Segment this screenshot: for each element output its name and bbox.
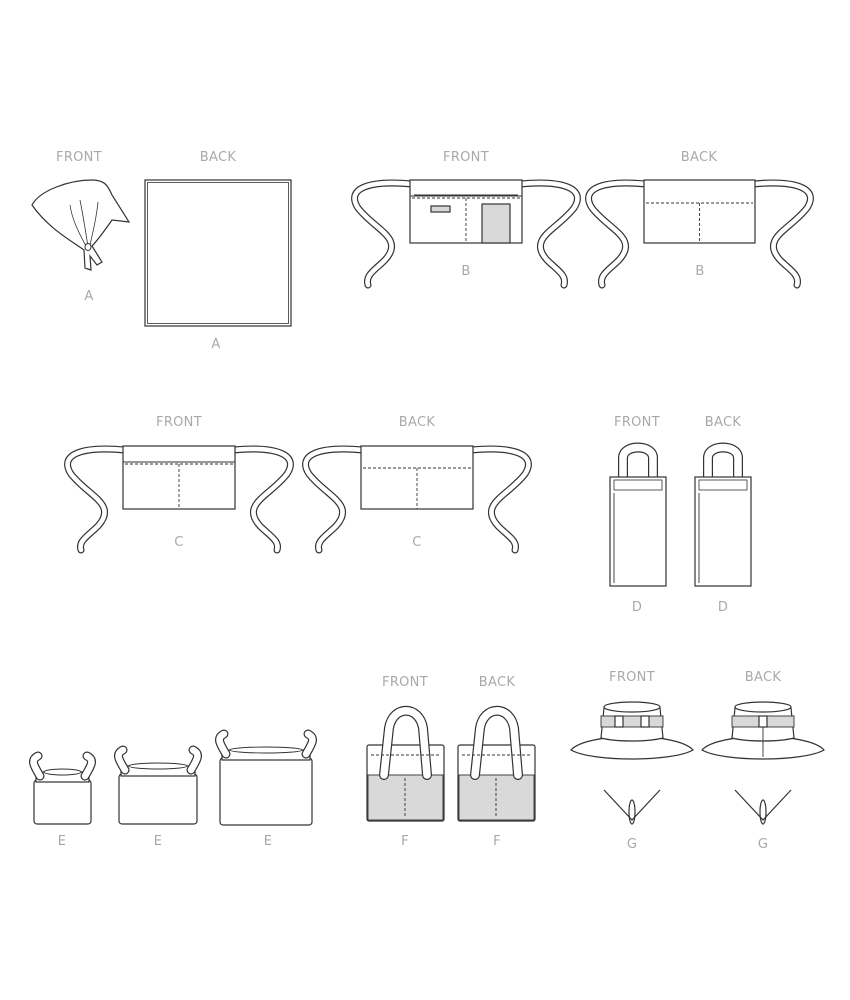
label-a-back: BACK — [199, 150, 237, 165]
tote-f-front-handle-inner — [380, 707, 431, 779]
label-f-front: FRONT — [382, 675, 428, 690]
apron-b-front-label-patch — [430, 205, 451, 213]
bucket-e-medium — [114, 745, 202, 825]
label-b-front: FRONT — [443, 150, 489, 165]
label-g-front: FRONT — [609, 670, 655, 685]
label-c-back: BACK — [398, 415, 436, 430]
letter-g-front: G — [626, 837, 638, 852]
hat-g-front-band-loop-left — [614, 715, 624, 728]
tote-d-back-top-band — [698, 479, 748, 491]
bucket-e-small-opening — [43, 768, 82, 776]
bucket-e-medium-opening — [128, 762, 188, 770]
letter-b-front: B — [461, 264, 471, 279]
label-d-front: FRONT — [614, 415, 660, 430]
bandana-shape — [31, 179, 131, 271]
hat-g-back-chin-cord — [734, 789, 792, 821]
apron-b-front-left-tie-inner — [352, 180, 415, 288]
tote-d-front — [609, 442, 667, 587]
apron-c-front-body — [122, 445, 236, 510]
apron-c-front-left-tie-inner — [65, 446, 128, 553]
label-d-back: BACK — [704, 415, 742, 430]
tote-d-back-body — [694, 476, 752, 587]
bucket-e-small-right-handle-inner — [81, 752, 95, 780]
letter-b-back: B — [695, 264, 705, 279]
bandana-knot — [84, 243, 92, 251]
apron-b-back — [585, 179, 814, 289]
bandana-back — [144, 179, 292, 327]
bucket-e-small — [29, 751, 96, 825]
bucket-e-small-body — [33, 779, 92, 825]
apron-b-back-left-tie-inner — [586, 180, 649, 288]
letter-g-back: G — [757, 837, 769, 852]
apron-b-front — [351, 179, 581, 289]
bucket-e-large — [215, 729, 317, 826]
apron-c-back — [302, 445, 532, 554]
label-c-front: FRONT — [156, 415, 202, 430]
hat-g-front-chin-cord — [603, 789, 661, 821]
hat-g-back-cord-loop — [759, 799, 767, 825]
letter-c-back: C — [412, 535, 422, 550]
tote-d-front-top-band — [613, 479, 663, 491]
tote-f-front — [366, 705, 445, 822]
letter-d-back: D — [717, 600, 729, 615]
bucket-e-large-body — [219, 757, 313, 826]
letter-e-small: E — [57, 834, 67, 849]
letter-e-medium: E — [153, 834, 163, 849]
hat-g-front-band-loop-right — [640, 715, 650, 728]
hat-g-back — [701, 701, 825, 825]
tote-d-back-handle-inner — [704, 443, 742, 494]
apron-b-back-right-tie-inner — [750, 180, 813, 288]
hat-g-front-hatband — [600, 715, 664, 728]
bucket-e-large-right-handle-inner — [302, 730, 316, 758]
label-b-back: BACK — [680, 150, 718, 165]
label-g-back: BACK — [744, 670, 782, 685]
tote-f-front-bottom — [367, 774, 444, 821]
bucket-e-medium-body — [118, 773, 198, 825]
bucket-e-small-left-handle-inner — [30, 752, 44, 780]
label-f-back: BACK — [478, 675, 516, 690]
tote-d-back — [694, 442, 752, 587]
tote-d-front-handle-inner — [619, 443, 657, 494]
hat-g-back-top — [734, 701, 792, 713]
letter-c-front: C — [174, 535, 184, 550]
letter-a-front: A — [84, 289, 94, 304]
apron-b-front-phone-pocket — [481, 203, 511, 244]
apron-b-back-body — [643, 179, 756, 244]
tote-d-front-body — [609, 476, 667, 587]
apron-c-back-left-tie-inner — [303, 446, 366, 553]
apron-c-front-right-tie-inner — [230, 446, 293, 553]
apron-c-front — [64, 445, 294, 554]
bandana-front — [31, 179, 131, 271]
tote-f-back-bottom — [458, 774, 535, 821]
bucket-e-large-opening — [229, 746, 303, 754]
bandana-hem — [147, 182, 289, 324]
bucket-e-medium-right-handle-inner — [187, 746, 201, 774]
hat-g-front-top — [603, 701, 661, 713]
letter-f-back: F — [493, 834, 501, 849]
label-a-front: FRONT — [56, 150, 102, 165]
letter-a-back: A — [211, 337, 221, 352]
hat-g-front — [570, 701, 694, 825]
tote-f-back-handle-inner — [471, 707, 522, 779]
letter-e-large: E — [263, 834, 273, 849]
apron-b-front-right-tie-inner — [517, 180, 580, 288]
letter-f-front: F — [401, 834, 409, 849]
tote-f-back — [457, 705, 536, 822]
letter-d-front: D — [631, 600, 643, 615]
bucket-e-large-left-handle-inner — [216, 730, 230, 758]
hat-g-back-band-buckle — [758, 715, 768, 728]
apron-c-back-right-tie-inner — [468, 446, 531, 553]
bucket-e-medium-left-handle-inner — [115, 746, 129, 774]
hat-g-front-cord-loop — [628, 799, 636, 825]
